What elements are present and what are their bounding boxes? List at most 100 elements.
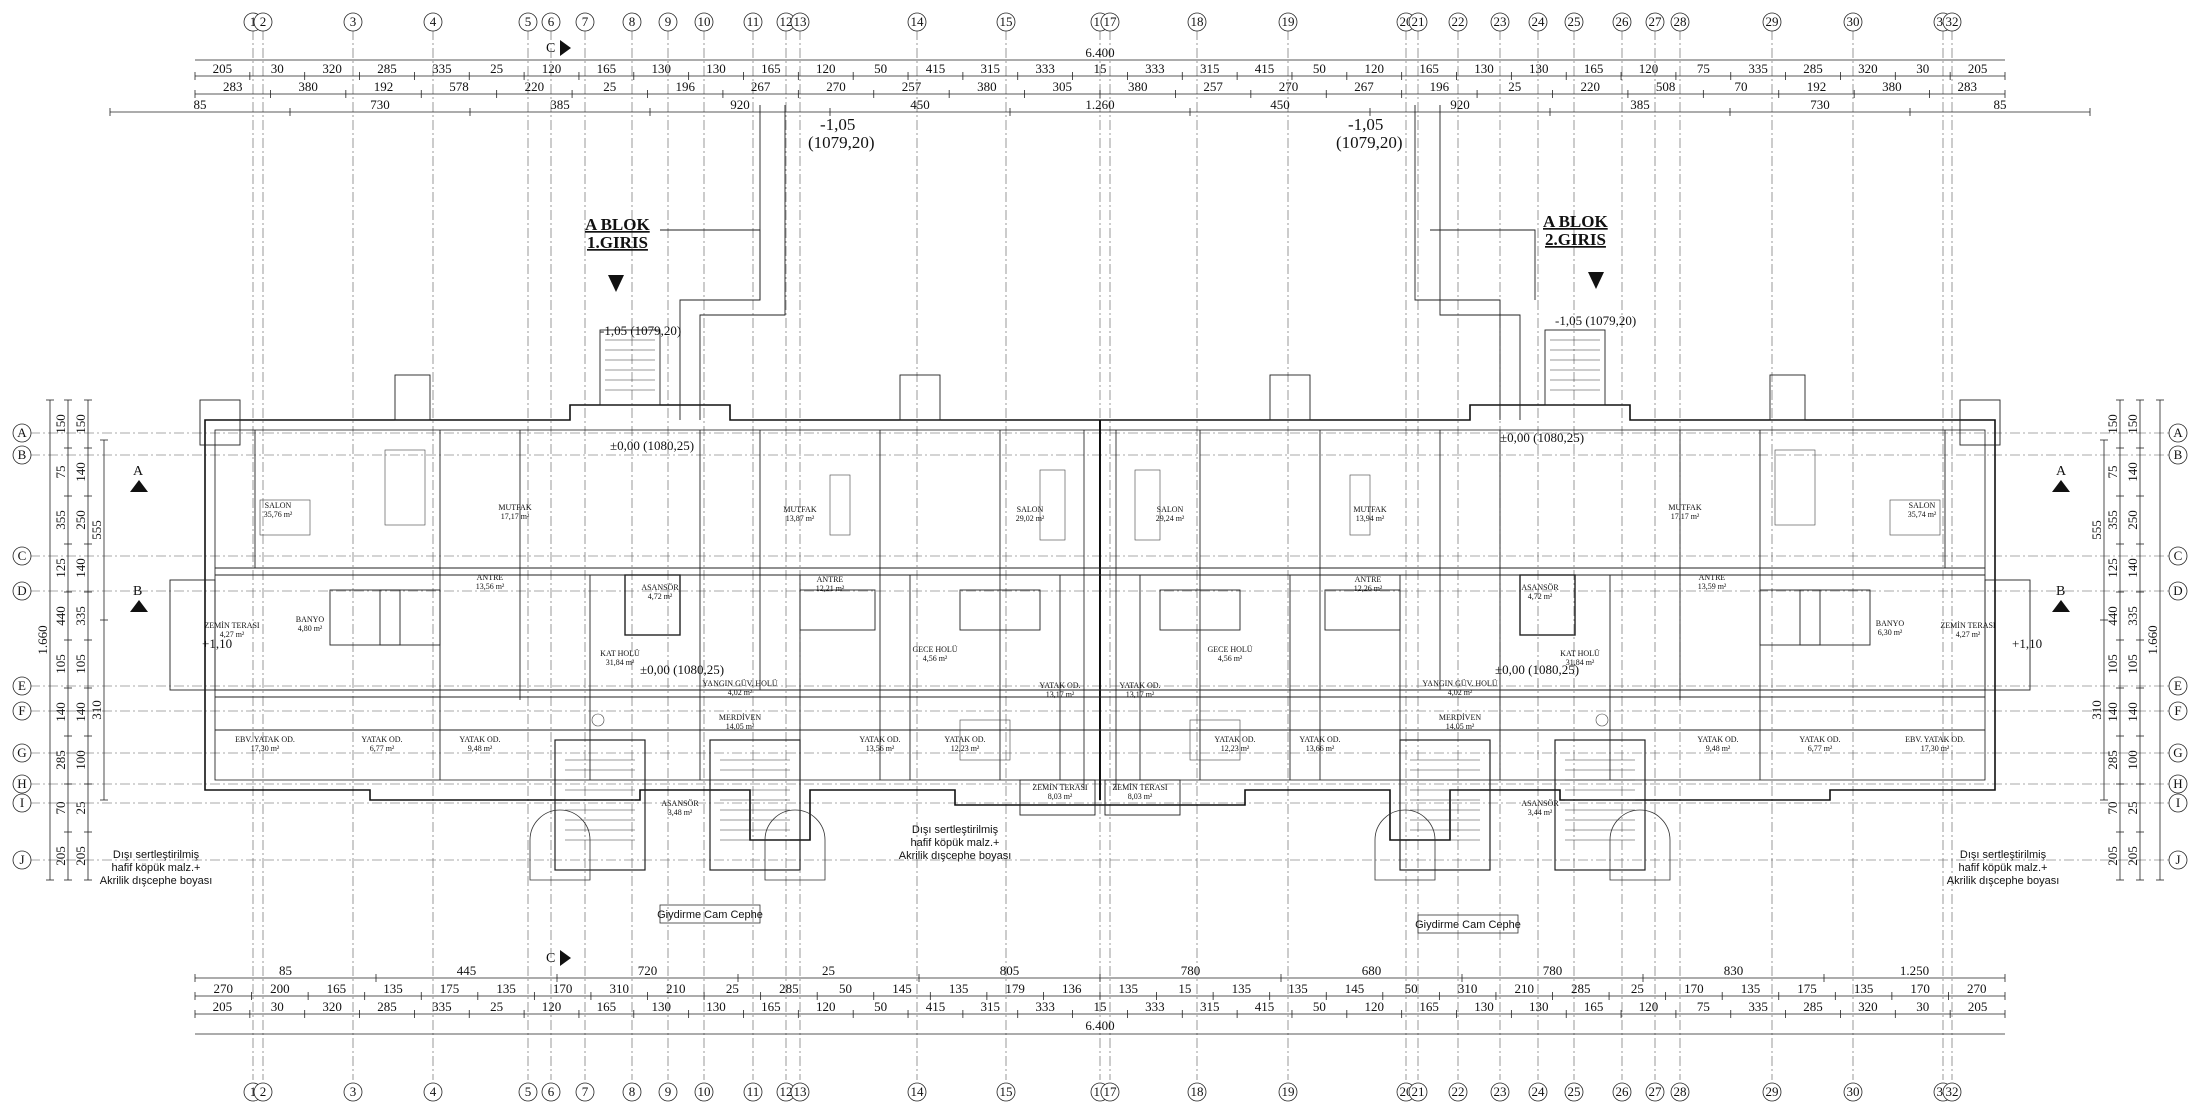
grid-row-label: I [20,795,24,810]
top-dim-row1-value: 333 [1145,61,1165,76]
grid-column-bubble [343,12,363,32]
left-dim-total-value: 1.660 [35,625,50,654]
grid-column-label: 15 [1000,1084,1013,1099]
top-dim-row3-value: 85 [194,97,207,112]
room-area: 8,03 m² [1128,792,1153,801]
left-dim-col1-value: 75 [53,466,68,479]
level-ext-1-abs: (1079,20) [808,133,875,152]
section-a-left-label: A [133,464,144,479]
grid-column-bubble [658,12,678,32]
top-dim-row1-value: 333 [1035,61,1055,76]
grid-column-label: 22 [1452,1084,1465,1099]
bottom-dim-row3-value: 165 [761,999,781,1014]
room-name: MERDİVEN [719,713,761,722]
room-name: YATAK OD. [361,735,402,744]
grid-column-bubble [1564,1082,1584,1102]
grid-column-label: 27 [1649,1084,1663,1099]
grid-column-label: 9 [665,1084,672,1099]
grid-column-label: 25 [1568,1084,1581,1099]
right-dim-col1-value: 70 [2105,802,2120,815]
bottom-dim-row2-value: 170 [1910,981,1930,996]
grid-column-bubble [575,12,595,32]
grid-column-bubble [658,1082,678,1102]
top-dim-row2-value: 380 [977,79,997,94]
bottom-total-dim: 6.400 [1085,1018,1114,1033]
grid-column-bubble [1408,12,1428,32]
grid-column-bubble [1100,1082,1120,1102]
bottom-dim-row3-value: 120 [1364,999,1384,1014]
grid-column-bubble [541,1082,561,1102]
grid-row-label: B [2174,447,2183,462]
section-b-left-label: B [133,584,142,599]
right-dim-col1-value: 140 [2105,702,2120,722]
top-dim-row2-value: 508 [1656,79,1676,94]
grid-column-bubble [423,1082,443,1102]
stair-treads [565,339,1635,841]
left-dim-col1-value: 150 [53,414,68,434]
furniture [259,449,1941,761]
top-dim-row1-value: 335 [432,61,452,76]
grid-row-label: D [2173,583,2182,598]
facade-note-right-2: hafif köpük malz.+ [1959,862,2048,874]
room-area: 29,02 m² [1016,514,1045,523]
grid-column-bubble [622,1082,642,1102]
facade-note-center-2: hafif köpük malz.+ [911,837,1000,849]
room-name: KAT HOLÜ [600,649,640,658]
left-dim-col1-value: 285 [53,750,68,770]
bottom-dim-row3-value: 30 [1916,999,1929,1014]
room-name: GECE HOLÜ [912,645,957,654]
top-dim-row2-value: 192 [1807,79,1827,94]
entry1-arrow-icon [608,275,624,292]
grid-row-bubble [2168,546,2188,566]
grid-column-bubble [518,1082,538,1102]
top-dim-row3-value: 920 [730,97,750,112]
grid-column-bubble [1645,1082,1665,1102]
grid-column-bubble [1490,1082,1510,1102]
grid-column-label: 23 [1494,14,1507,29]
room-area: 3,44 m² [1528,808,1553,817]
bottom-dim-row1-value: 720 [638,963,658,978]
grid-column-bubble [1448,1082,1468,1102]
bottom-dim-row1-value: 25 [822,963,835,978]
left-dim-col2-value: 140 [73,558,88,578]
room-name: SALON [1017,505,1044,514]
bottom-dim-row2-value: 25 [726,981,739,996]
grid-row-label: J [2175,852,2180,867]
grid-column-label: 30 [1847,14,1860,29]
right-dim-col2-value: 250 [2125,510,2140,530]
bottom-dim-row3-value: 333 [1145,999,1165,1014]
room-name: SALON [1909,501,1936,510]
grid-row-bubble [2168,743,2188,763]
bottom-dim-row3-value: 320 [322,999,342,1014]
right-dim-col1-value: 440 [2105,606,2120,626]
grid-column-bubble [1843,1082,1863,1102]
left-dim-col1-value: 140 [53,702,68,722]
bottom-dim-row3-value: 25 [490,999,503,1014]
curtain-wall-box-2 [1417,914,1519,934]
left-dim-col2-value: 25 [73,802,88,815]
section-a-left-marker [130,480,148,492]
grid-column-bubble [907,1082,927,1102]
top-dim-row1-value: 315 [981,61,1001,76]
entry2-arrow-icon [1588,272,1604,289]
top-dim-row3-value: 730 [370,97,390,112]
top-dim-row2-value: 70 [1735,79,1748,94]
top-dim-row2-value: 380 [1882,79,1902,94]
top-dim-row2-value: 196 [1430,79,1450,94]
top-dim-row2-value: 220 [1580,79,1600,94]
grid-column-label: 5 [525,14,532,29]
grid-row-label: A [17,425,27,440]
top-dim-row2-value: 578 [449,79,469,94]
right-dim-col2-value: 140 [2125,558,2140,578]
grid-row-bubble [12,774,32,794]
grid-row-bubble [2168,676,2188,696]
grid-column-label: 7 [582,14,589,29]
bottom-dim-row3-value: 75 [1697,999,1710,1014]
bottom-dim-row2-value: 175 [440,981,460,996]
room-name: ANTRE [477,573,504,582]
bottom-dim-row2-value: 210 [666,981,686,996]
grid-row-label: D [17,583,26,598]
room-area: 14,05 m² [726,722,755,731]
section-c-bottom-marker [560,950,571,966]
top-dim-row1-value: 320 [322,61,342,76]
